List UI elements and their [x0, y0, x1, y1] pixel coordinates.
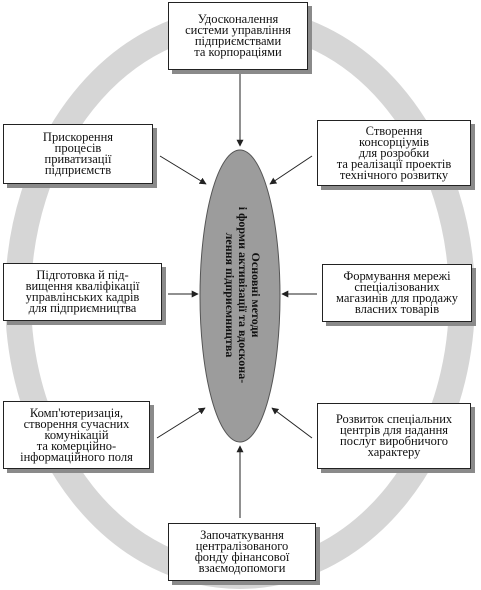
- box-privatization: Прискорення процесів приватизації підпри…: [3, 124, 153, 184]
- arrow-right-lower: [271, 407, 313, 439]
- box-computerization: Комп'ютеризація, створення сучасних кому…: [3, 401, 150, 469]
- arrow-left-upper: [159, 155, 207, 185]
- arrow-right-upper: [269, 155, 313, 185]
- arrows-group: [156, 74, 317, 518]
- center-ellipse: [199, 149, 281, 443]
- box-consortiums: Створення консорціумів для розробки та р…: [317, 120, 471, 186]
- box-service-centers: Розвиток спеціальних центрів для надання…: [317, 403, 471, 469]
- box-store-network: Формування мережі спеціалізованих магази…: [322, 264, 472, 322]
- center-label: Основні методи і форми активізації та вд…: [223, 206, 264, 384]
- box-mutual-aid-fund: Започаткування централізованого фонду фі…: [168, 523, 316, 581]
- box-management-improvement: Удосконалення системи управління підприє…: [168, 2, 308, 70]
- arrow-left-lower: [156, 407, 206, 439]
- box-personnel-training: Підготовка й під- вищення кваліфікації у…: [3, 263, 162, 321]
